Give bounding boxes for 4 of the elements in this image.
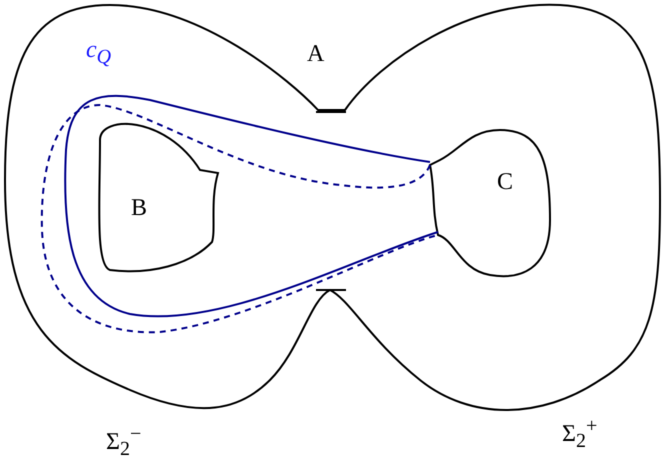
- region-label: A: [307, 42, 324, 66]
- region-label: C: [497, 170, 514, 194]
- region-label: B: [131, 196, 148, 220]
- curve-label: c$_{Q}$: [86, 38, 112, 67]
